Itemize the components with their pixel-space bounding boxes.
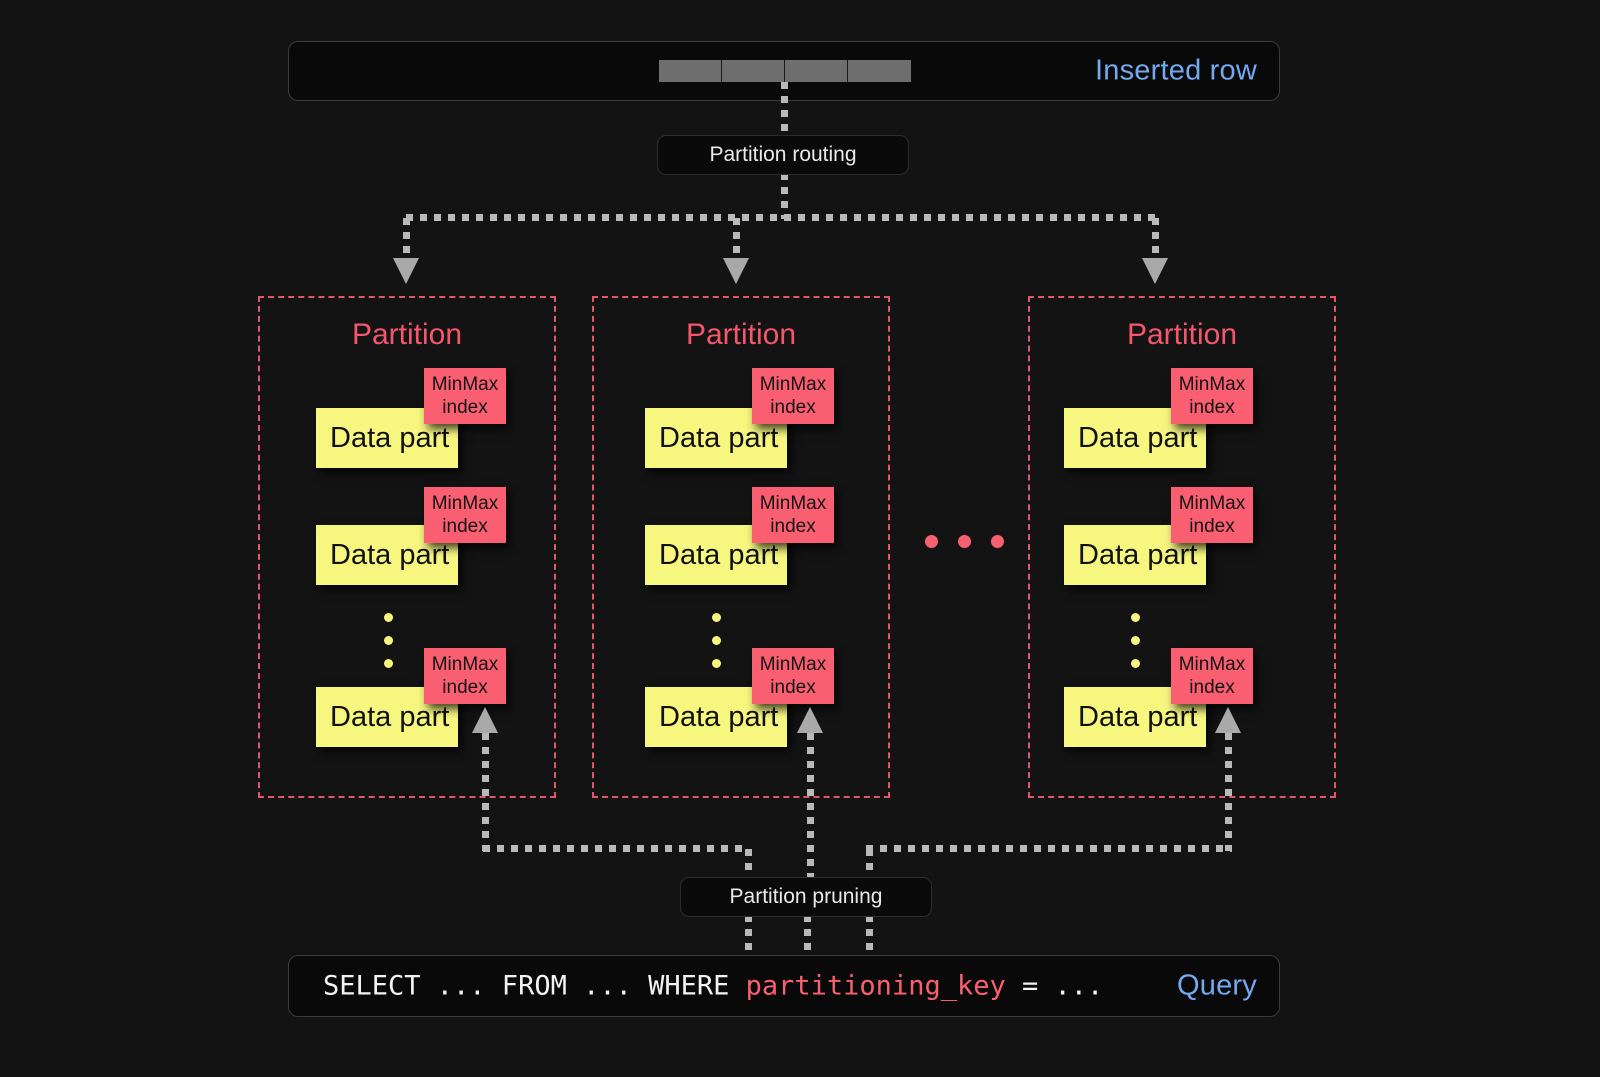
connector-bus-to-partition-2 bbox=[733, 218, 740, 260]
minmax-line-1: MinMax bbox=[759, 654, 827, 675]
pruning-bus-left bbox=[483, 845, 749, 852]
row-cell bbox=[785, 60, 848, 82]
minmax-line-2: index bbox=[442, 516, 488, 537]
data-part-ellipsis bbox=[712, 613, 721, 682]
row-cell bbox=[722, 60, 785, 82]
ellipsis-dot bbox=[712, 613, 721, 622]
data-part-label: Data part bbox=[330, 538, 450, 571]
inserted-row-cells bbox=[659, 60, 911, 82]
partition-title: Partition bbox=[1126, 318, 1238, 351]
minmax-line-1: MinMax bbox=[431, 493, 499, 514]
routing-bus-line bbox=[406, 214, 1158, 221]
data-part-label: Data part bbox=[330, 700, 450, 733]
ellipsis-dot bbox=[991, 535, 1004, 548]
connector-bus-to-partition-1 bbox=[403, 218, 410, 260]
data-part-label: Data part bbox=[330, 421, 450, 454]
query-partitioning-key: partitioning_key bbox=[745, 970, 1006, 1002]
ellipsis-dot bbox=[958, 535, 971, 548]
minmax-line-1: MinMax bbox=[431, 374, 499, 395]
data-part-ellipsis bbox=[1131, 613, 1140, 682]
minmax-line-1: MinMax bbox=[759, 374, 827, 395]
partition-box-3: Partition bbox=[1028, 296, 1336, 798]
inserted-row-label: Inserted row bbox=[1095, 54, 1257, 87]
partition-routing-box: Partition routing bbox=[657, 135, 909, 175]
arrow-into-partition-1 bbox=[393, 258, 419, 284]
minmax-line-1: MinMax bbox=[1178, 654, 1246, 675]
minmax-line-2: index bbox=[1189, 397, 1235, 418]
data-part-label: Data part bbox=[659, 421, 779, 454]
row-cell bbox=[848, 60, 911, 82]
partition-title: Partition bbox=[685, 318, 797, 351]
inserted-row-bar: Inserted row bbox=[288, 41, 1280, 101]
partition-ellipsis bbox=[925, 535, 1024, 548]
query-suffix: = ... bbox=[1005, 970, 1104, 1002]
minmax-index-box: MinMax index bbox=[1171, 368, 1253, 424]
partition-pruning-label: Partition pruning bbox=[729, 885, 883, 908]
minmax-index-box: MinMax index bbox=[1171, 487, 1253, 543]
minmax-index-box: MinMax index bbox=[752, 648, 834, 704]
query-bar: SELECT ... FROM ... WHERE partitioning_k… bbox=[288, 955, 1280, 1017]
connector-routing-to-bus bbox=[781, 173, 788, 219]
arrow-into-data-part-1 bbox=[472, 707, 498, 733]
query-prefix: SELECT ... FROM ... WHERE bbox=[323, 970, 746, 1002]
data-part-label: Data part bbox=[1078, 700, 1198, 733]
data-part-label: Data part bbox=[1078, 538, 1198, 571]
minmax-index-box: MinMax index bbox=[424, 368, 506, 424]
minmax-line-2: index bbox=[1189, 516, 1235, 537]
data-part: Data part bbox=[645, 408, 787, 468]
ellipsis-dot bbox=[384, 659, 393, 668]
partition-box-2: Partition bbox=[592, 296, 890, 798]
minmax-index-box: MinMax index bbox=[1171, 648, 1253, 704]
minmax-line-2: index bbox=[1189, 677, 1235, 698]
data-part: Data part bbox=[645, 525, 787, 585]
data-part-label: Data part bbox=[659, 700, 779, 733]
minmax-index-box: MinMax index bbox=[424, 648, 506, 704]
row-cell bbox=[659, 60, 722, 82]
arrow-into-partition-3 bbox=[1142, 258, 1168, 284]
ellipsis-dot bbox=[925, 535, 938, 548]
data-part-ellipsis bbox=[384, 613, 393, 682]
arrow-into-data-part-3 bbox=[1215, 707, 1241, 733]
partition-routing-label: Partition routing bbox=[709, 143, 857, 166]
partition-pruning-box: Partition pruning bbox=[680, 877, 932, 917]
minmax-line-1: MinMax bbox=[1178, 493, 1246, 514]
connector-pruning-to-query-1 bbox=[745, 915, 752, 957]
ellipsis-dot bbox=[1131, 636, 1140, 645]
ellipsis-dot bbox=[712, 659, 721, 668]
ellipsis-dot bbox=[1131, 659, 1140, 668]
connector-pruning-to-query-2 bbox=[804, 915, 811, 957]
ellipsis-dot bbox=[384, 613, 393, 622]
minmax-line-2: index bbox=[770, 677, 816, 698]
arrow-into-partition-2 bbox=[723, 258, 749, 284]
ellipsis-dot bbox=[712, 636, 721, 645]
minmax-line-2: index bbox=[442, 397, 488, 418]
connector-prune-to-partition-1 bbox=[482, 733, 489, 851]
minmax-line-2: index bbox=[770, 397, 816, 418]
ellipsis-dot bbox=[384, 636, 393, 645]
ellipsis-dot bbox=[1131, 613, 1140, 622]
query-label: Query bbox=[1177, 969, 1257, 1002]
minmax-index-box: MinMax index bbox=[752, 368, 834, 424]
minmax-line-2: index bbox=[442, 677, 488, 698]
minmax-index-box: MinMax index bbox=[424, 487, 506, 543]
arrow-into-data-part-2 bbox=[797, 707, 823, 733]
data-part-label: Data part bbox=[1078, 421, 1198, 454]
connector-row-to-routing bbox=[781, 82, 788, 138]
partition-title: Partition bbox=[351, 318, 463, 351]
minmax-index-box: MinMax index bbox=[752, 487, 834, 543]
data-part: Data part bbox=[645, 687, 787, 747]
partition-box-1: Partition bbox=[258, 296, 556, 798]
minmax-line-1: MinMax bbox=[431, 654, 499, 675]
query-text: SELECT ... FROM ... WHERE partitioning_k… bbox=[323, 971, 1103, 1002]
connector-prune-to-partition-3 bbox=[1225, 733, 1232, 851]
minmax-line-1: MinMax bbox=[1178, 374, 1246, 395]
data-part-label: Data part bbox=[659, 538, 779, 571]
connector-prune-to-partition-2 bbox=[807, 733, 814, 913]
minmax-line-2: index bbox=[770, 516, 816, 537]
connector-pruning-to-query-3 bbox=[866, 915, 873, 957]
connector-bus-to-partition-3 bbox=[1152, 218, 1159, 260]
minmax-line-1: MinMax bbox=[759, 493, 827, 514]
pruning-bus-right bbox=[866, 845, 1232, 852]
